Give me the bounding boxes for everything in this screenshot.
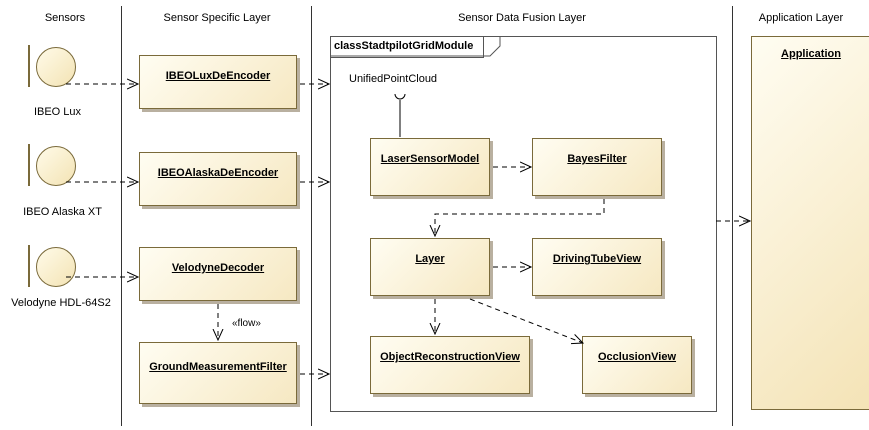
lane-separator <box>121 6 122 426</box>
component-application[interactable]: Application <box>751 36 869 410</box>
lane-separator <box>732 6 733 426</box>
component-label: DrivingTubeView <box>552 253 642 265</box>
component-driving-tube-view[interactable]: DrivingTubeView <box>532 238 662 296</box>
component-label: LaserSensorModel <box>380 153 480 165</box>
boundary-circle-icon <box>36 146 76 186</box>
arrow-bayes-to-layer <box>435 199 605 236</box>
sensor-label-velodyne: Velodyne HDL-64S2 <box>11 297 111 309</box>
component-label: GroundMeasurementFilter <box>149 361 287 373</box>
component-label: Layer <box>415 253 445 265</box>
lane-title-sensor-specific: Sensor Specific Layer <box>163 12 271 24</box>
component-ibeo-alaska-encoder[interactable]: IBEOAlaskaDeEncoder <box>139 152 297 206</box>
flow-stereotype-label: «flow» <box>232 318 261 329</box>
component-label: IBEOAlaskaDeEncoder <box>157 167 279 179</box>
component-label: IBEOLuxDeEncoder <box>165 70 271 82</box>
component-bayes-filter[interactable]: BayesFilter <box>532 138 662 196</box>
component-label: VelodyneDecoder <box>171 262 265 274</box>
module-title-tab: classStadtpilotGridModule <box>331 37 485 58</box>
lane-title-fusion: Sensor Data Fusion Layer <box>458 12 586 24</box>
component-label: BayesFilter <box>567 153 627 165</box>
sensor-label-ibeo-lux: IBEO Lux <box>33 106 82 118</box>
component-occlusion-view[interactable]: OcclusionView <box>582 336 692 394</box>
lane-title-application: Application Layer <box>758 12 844 24</box>
boundary-bar-icon <box>28 245 30 287</box>
boundary-bar-icon <box>28 144 30 186</box>
arrow-layer-to-occlusion <box>469 298 583 343</box>
boundary-circle-icon <box>36 47 76 87</box>
component-layer[interactable]: Layer <box>370 238 490 296</box>
sensor-label-ibeo-alaska: IBEO Alaska XT <box>23 206 102 218</box>
lane-separator <box>311 6 312 426</box>
component-label: OcclusionView <box>597 351 677 363</box>
component-velodyne-decoder[interactable]: VelodyneDecoder <box>139 247 297 301</box>
component-label: ObjectReconstructionView <box>380 351 520 363</box>
component-ibeo-lux-encoder[interactable]: IBEOLuxDeEncoder <box>139 55 297 109</box>
component-label: Application <box>781 48 841 60</box>
lane-title-sensors: Sensors <box>44 12 86 24</box>
boundary-circle-icon <box>36 247 76 287</box>
component-ground-measurement-filter[interactable]: GroundMeasurementFilter <box>139 342 297 404</box>
component-object-reconstruction-view[interactable]: ObjectReconstructionView <box>370 336 530 394</box>
component-laser-sensor-model[interactable]: LaserSensorModel <box>370 138 490 196</box>
interface-socket-icon <box>394 93 406 100</box>
interface-label-unified-point-cloud: UnifiedPointCloud <box>349 73 438 85</box>
module-tab-notch <box>330 37 501 57</box>
boundary-bar-icon <box>28 45 30 87</box>
